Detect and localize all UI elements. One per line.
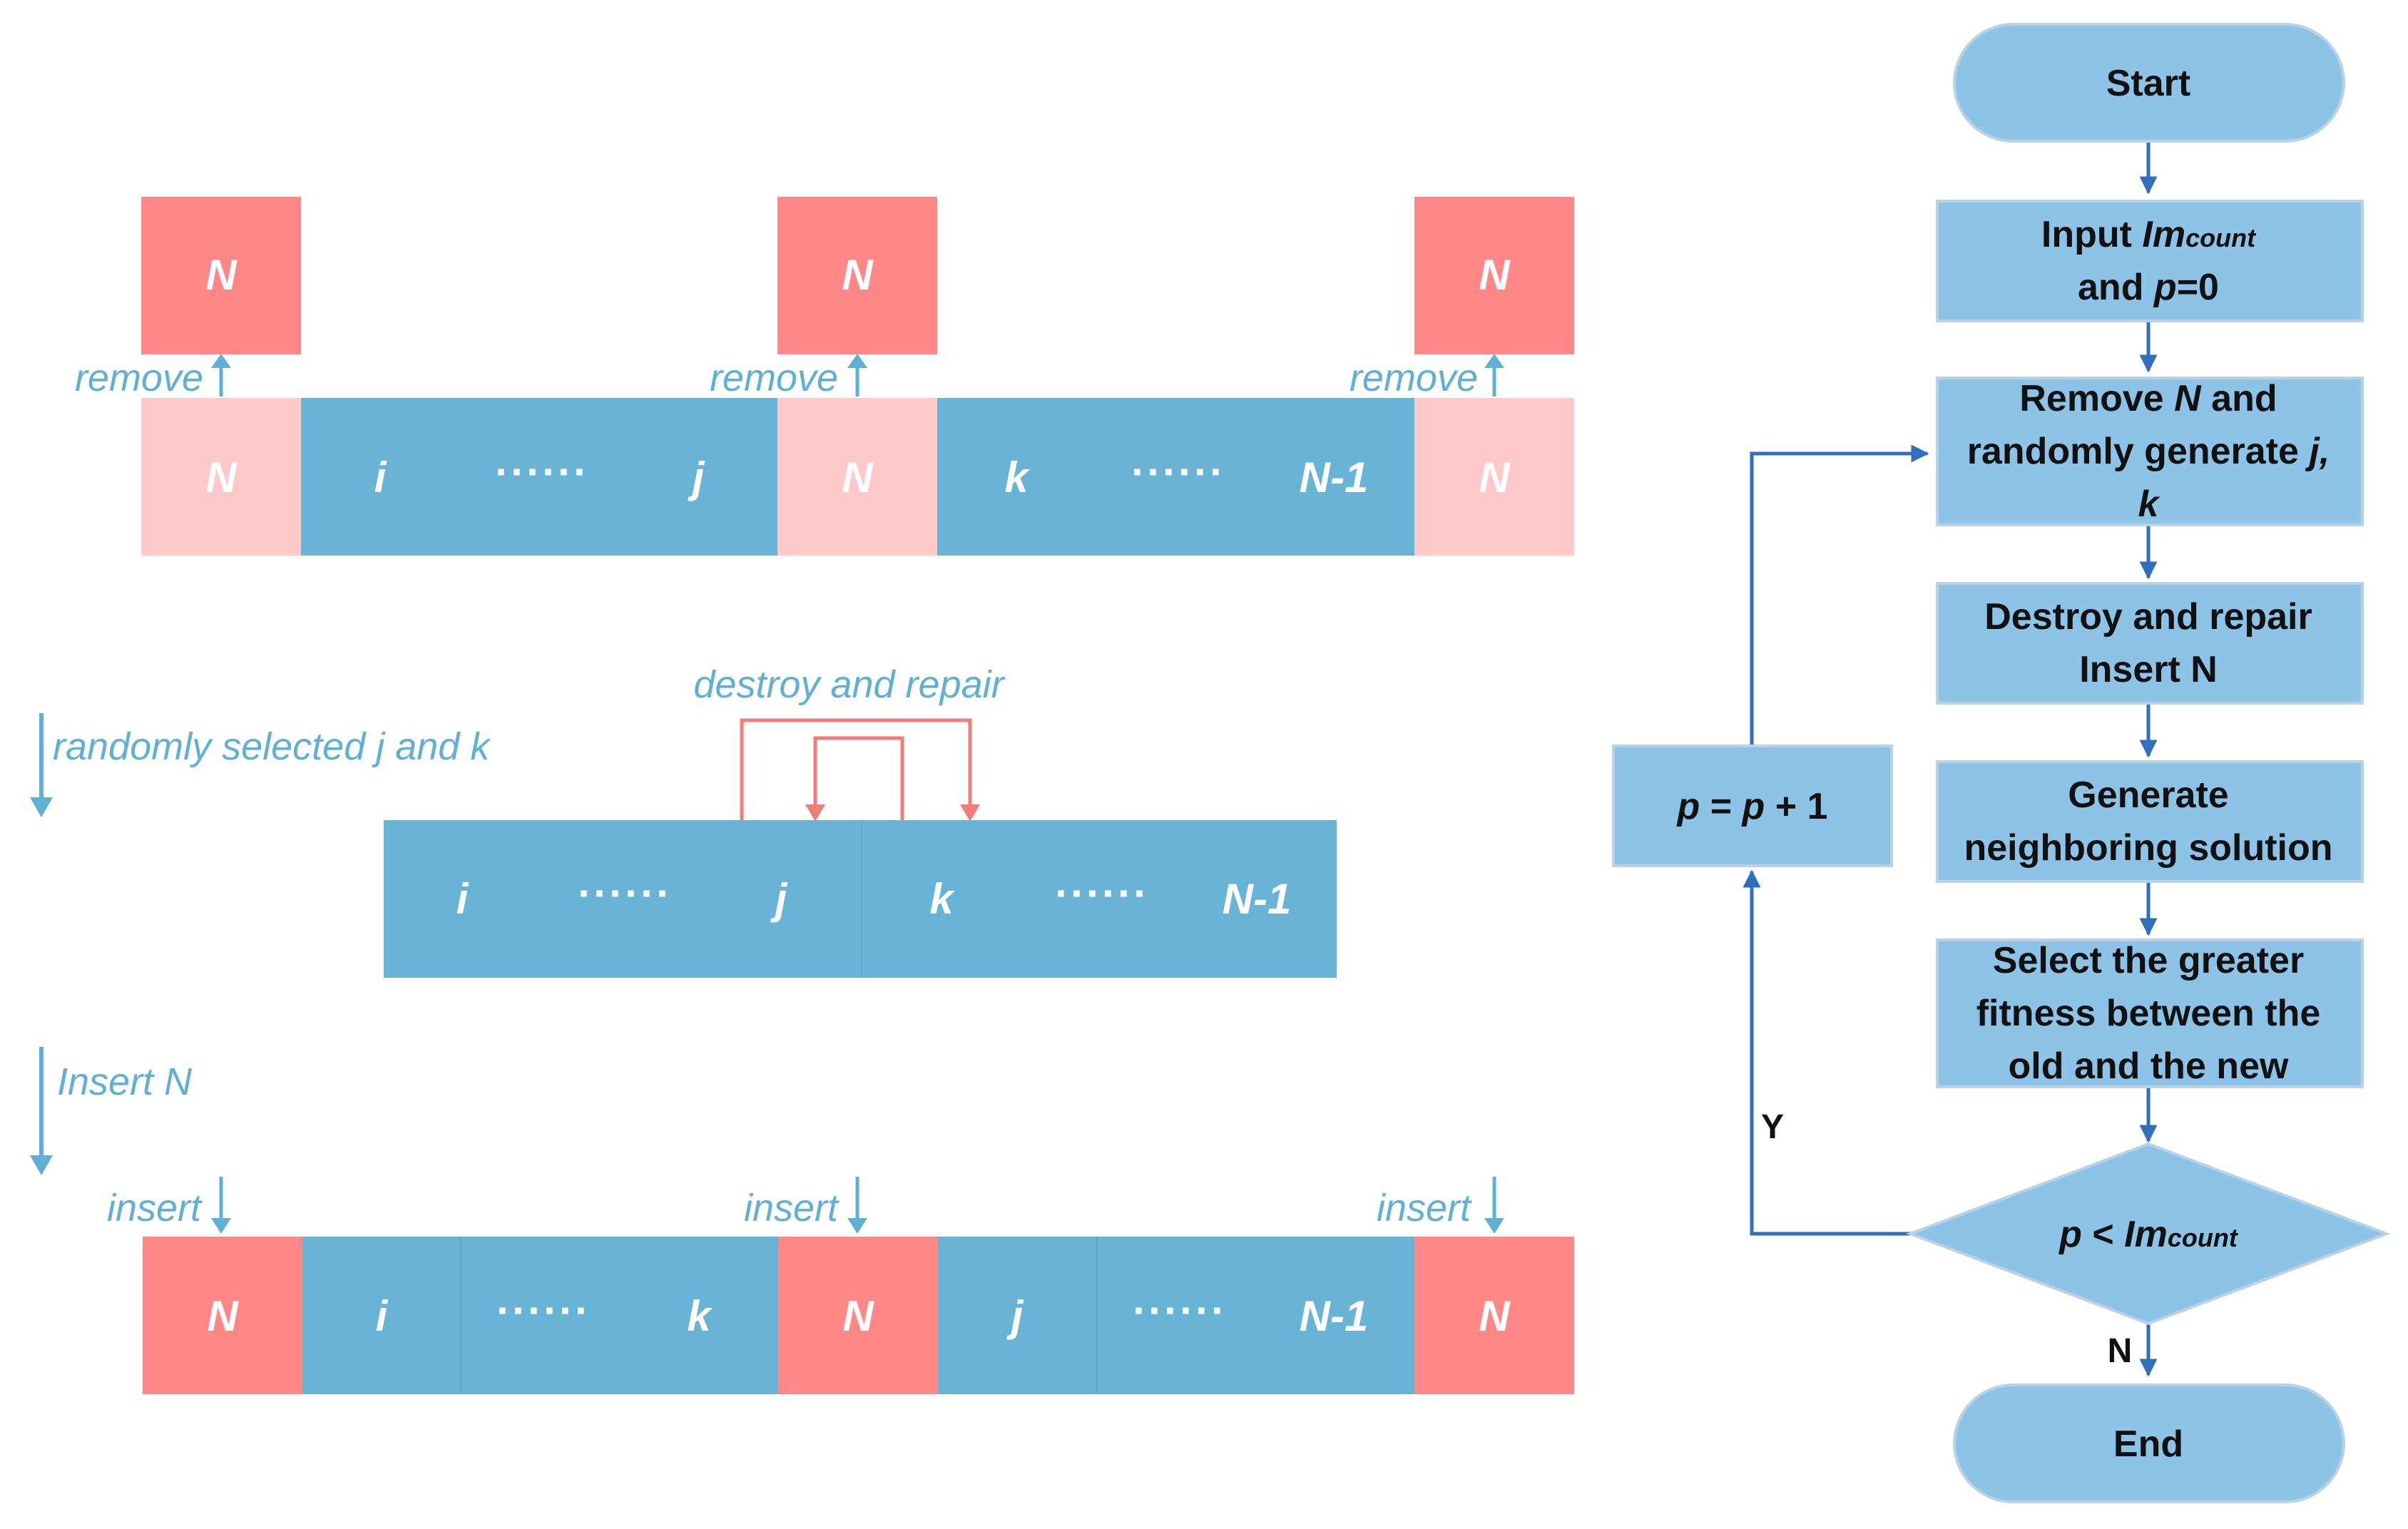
row1-block-1 — [301, 398, 777, 556]
row2-label-5: N-1 — [1223, 875, 1292, 923]
remove-label-1: remove — [75, 357, 203, 399]
row1-label-2: ······ — [495, 448, 589, 496]
generate-process — [1936, 760, 2364, 883]
row1-label-7: N-1 — [1300, 454, 1369, 501]
row1-block-2 — [937, 398, 1414, 556]
remove-label-3: remove — [1350, 357, 1478, 399]
select-line3: old and the new — [2009, 1045, 2289, 1087]
insert-label-2: insert — [744, 1187, 840, 1229]
row2-label-4: ······ — [1055, 869, 1149, 917]
row1-label-1: i — [374, 454, 387, 501]
row1-label-6: ······ — [1131, 448, 1225, 496]
destroy-line2: Insert N — [2079, 649, 2218, 690]
row2-label-1: ······ — [578, 869, 672, 917]
row1-cell-n-left — [141, 398, 301, 556]
start-terminal — [1953, 23, 2345, 143]
row1-label-4: N — [842, 454, 874, 501]
yes-label: Y — [1761, 1108, 1784, 1146]
step-2-label: Insert N — [57, 1060, 193, 1103]
row3-block-2 — [938, 1237, 1414, 1394]
generate-line1: Generate — [2068, 774, 2228, 816]
input-line1: Input Imcount — [2041, 214, 2257, 255]
row2-sequence: i ······ j k ······ N-1 — [384, 820, 1337, 978]
row2-label-3: k — [929, 875, 955, 923]
row3-label-6: ······ — [1133, 1287, 1227, 1334]
removed-nodes: N N N — [141, 197, 1574, 354]
destroy-repair-label: destroy and repair — [693, 663, 1005, 706]
remove-line1: Remove N and — [2019, 378, 2277, 419]
flowchart: Start Input Imcount and p=0 Remove N and… — [1612, 23, 2391, 1503]
remove-label-2: remove — [710, 357, 838, 399]
row1-sequence: N i ······ j N k ······ N-1 N — [141, 398, 1574, 556]
step-1: randomly selected j and k — [30, 713, 491, 817]
row3-sequence: N i ······ k N j ······ N-1 N — [143, 1237, 1574, 1394]
row1-cell-n-mid — [777, 398, 937, 556]
row1-label-0: N — [205, 454, 238, 501]
row1-cell-n-right — [1414, 398, 1574, 556]
removed-node-2-label: N — [842, 251, 874, 299]
row1-label-5: k — [1004, 454, 1030, 501]
remove-line3: k — [2138, 484, 2161, 525]
remove-process — [1936, 377, 2364, 526]
removed-node-1-label: N — [205, 251, 238, 299]
select-line1: Select the greater — [1993, 940, 2304, 981]
insert-labels: insert insert insert — [107, 1177, 1504, 1234]
removed-node-3 — [1414, 197, 1574, 354]
row3-label-7: N-1 — [1300, 1292, 1369, 1340]
row3-block-1 — [302, 1237, 778, 1394]
no-label: N — [2108, 1332, 2133, 1370]
row1-label-8: N — [1479, 454, 1511, 501]
step-2: Insert N — [30, 1047, 193, 1175]
row3-label-0: N — [207, 1292, 239, 1340]
row3-cell-n-right — [1414, 1237, 1574, 1394]
repair-connector-outer — [740, 718, 972, 820]
removed-node-1 — [141, 197, 301, 354]
remove-labels: remove remove remove — [75, 354, 1504, 399]
insert-label-3: insert — [1377, 1187, 1472, 1229]
row2-label-0: i — [456, 875, 469, 923]
row3-label-1: i — [376, 1292, 389, 1340]
input-line2: and p=0 — [2078, 267, 2219, 308]
remove-line2: randomly generate j, — [1967, 431, 2330, 472]
decision-diamond — [1906, 1142, 2391, 1326]
select-line2: fitness between the — [1976, 993, 2321, 1034]
repair-connector-inner — [813, 736, 904, 820]
repair-connectors — [740, 718, 980, 822]
decision-label: p < Imcount — [2058, 1214, 2239, 1255]
insert-label-1: insert — [107, 1187, 203, 1229]
generate-line2: neighboring solution — [1964, 827, 2332, 869]
select-process — [1936, 939, 2364, 1088]
input-process — [1936, 200, 2364, 322]
row2-block — [384, 820, 1337, 978]
row3-label-8: N — [1479, 1292, 1511, 1340]
row3-label-2: ······ — [496, 1287, 591, 1334]
end-label: End — [2113, 1423, 2183, 1465]
destroy-process — [1936, 582, 2364, 705]
removed-node-3-label: N — [1479, 251, 1511, 299]
step-1-label: randomly selected j and k — [53, 725, 491, 768]
row3-label-4: N — [842, 1292, 874, 1340]
removed-node-2 — [777, 197, 937, 354]
row3-cell-n-mid — [778, 1237, 938, 1394]
increment-process — [1612, 745, 1893, 867]
start-label: Start — [2106, 63, 2190, 104]
row3-cell-n-left — [143, 1237, 302, 1394]
row3-label-3: k — [687, 1292, 713, 1340]
destroy-line1: Destroy and repair — [1984, 596, 2312, 638]
increment-label: p = p + 1 — [1676, 786, 1828, 827]
end-terminal — [1953, 1384, 2345, 1503]
